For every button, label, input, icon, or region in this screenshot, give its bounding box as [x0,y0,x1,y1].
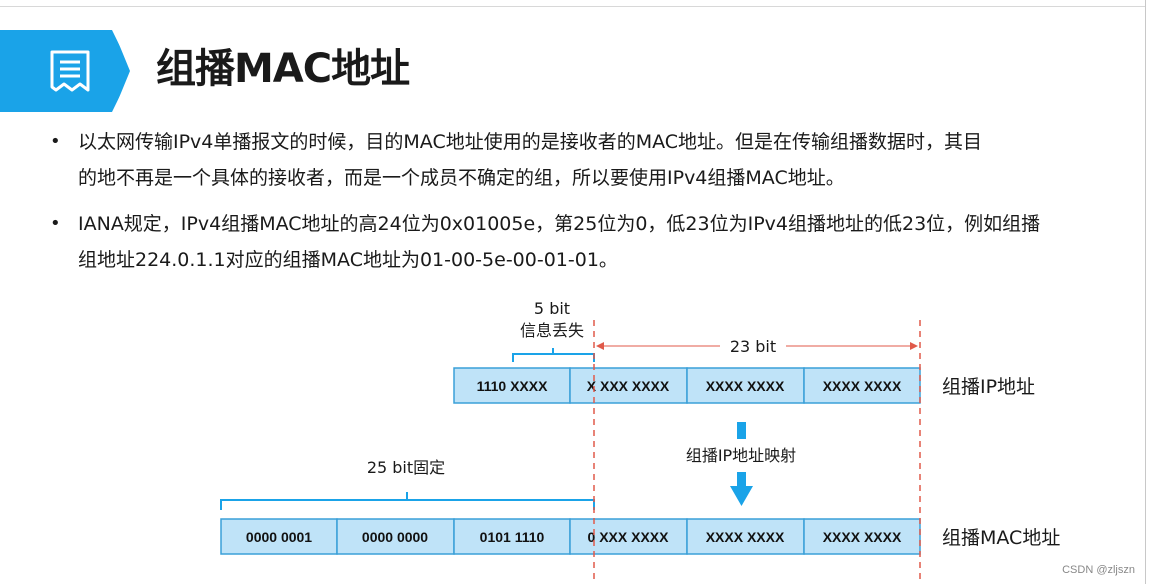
watermark: CSDN @zljszn [1062,564,1135,576]
slide-title: 组播MAC地址 [156,46,410,92]
ip-row-label: 组播IP地址 [942,376,1035,398]
mac-cell: 0 XXX XXXX [588,529,670,545]
bullet-dot: • [50,213,61,234]
mac-address-row: 0000 0001 0000 0000 0101 1110 0 XXX XXXX… [220,518,921,555]
mapped-bits-label: 23 bit [730,337,776,356]
mac-cell: XXXX XXXX [706,529,785,545]
mac-cell: 0101 1110 [480,529,545,545]
ip-cell: XXXX XXXX [706,378,785,394]
mac-row-label: 组播MAC地址 [942,527,1060,549]
bullet-line: 以太网传输IPv4单播报文的时候，目的MAC地址使用的是接收者的MAC地址。但是… [78,131,983,153]
bullet-line: IANA规定，IPv4组播MAC地址的高24位为0x01005e，第25位为0，… [78,213,1041,235]
fixed-bits-label: 25 bit固定 [367,458,445,477]
mac-cell: XXXX XXXX [823,529,902,545]
ip-cell: X XXX XXXX [587,378,670,394]
bullet-line: 的地不再是一个具体的接收者，而是一个成员不确定的组，所以要使用IPv4组播MAC… [78,167,845,189]
lost-info-label: 信息丢失 [520,321,584,340]
mapping-label: 组播IP地址映射 [686,446,796,465]
lost-bits-brace [512,348,595,362]
bullet-text: 以太网传输IPv4单播报文的时候，目的MAC地址使用的是接收者的MAC地址。但是… [78,124,1108,196]
mapping-down-arrow [730,422,753,506]
bullet-dot: • [50,131,61,152]
ip-cell: XXXX XXXX [823,378,902,394]
fixed-bits-brace [220,492,595,510]
bullet-line: 组地址224.0.1.1对应的组播MAC地址为01-00-5e-00-01-01… [78,249,618,271]
mac-cell: 0000 0000 [362,529,428,545]
mapped-bits-arrow [596,342,918,350]
bullet-text: IANA规定，IPv4组播MAC地址的高24位为0x01005e，第25位为0，… [78,206,1108,278]
document-icon [50,50,90,92]
lost-bits-label: 5 bit [534,299,570,318]
ip-address-row: 1110 XXXX X XXX XXXX XXXX XXXX XXXX XXXX [453,367,921,404]
mapping-diagram: 5 bit 信息丢失 23 bit 1110 XXXX X XXX XXXX X… [220,299,1060,584]
slide-top-edge [0,6,1145,7]
slide-right-edge [1145,0,1146,584]
mac-cell: 0000 0001 [246,529,312,545]
title-banner [0,30,136,112]
ip-cell: 1110 XXXX [477,378,549,394]
